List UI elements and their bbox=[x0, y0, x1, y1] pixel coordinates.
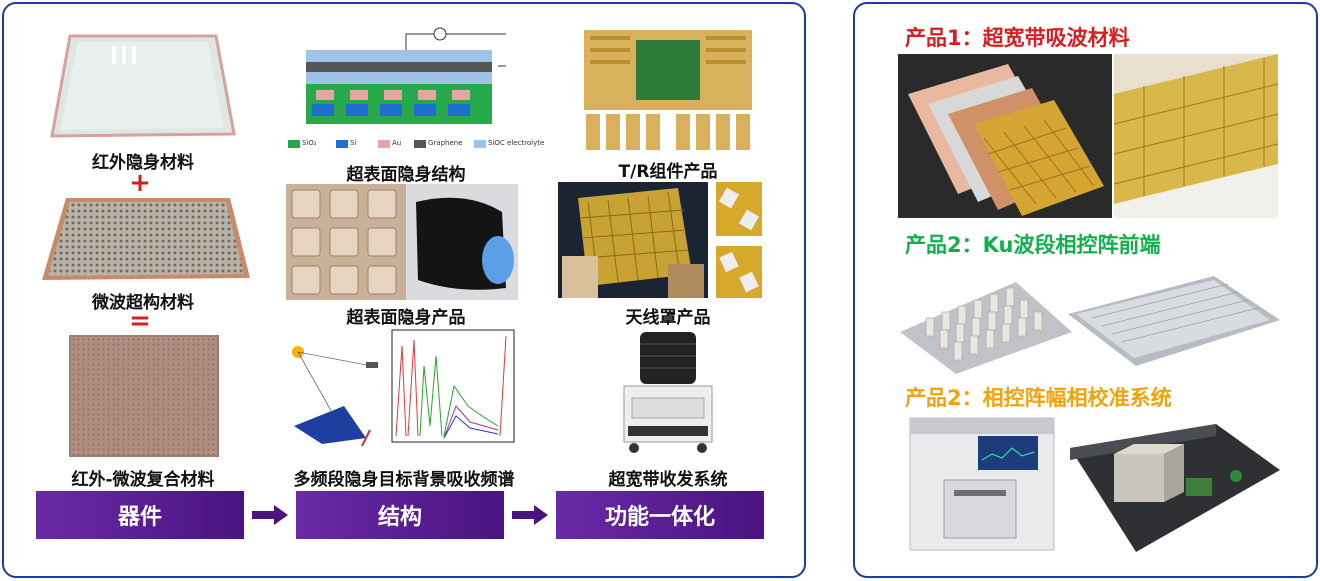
phased-array-frontend-photo bbox=[896, 262, 1284, 376]
metasurface-product-caption: 超表面隐身产品 bbox=[346, 308, 466, 328]
tr-module-caption: T/R组件产品 bbox=[618, 162, 718, 182]
absorption-spectrum-figure bbox=[284, 326, 520, 466]
legend-sioc: SiOC electrolyte bbox=[488, 139, 545, 147]
product1-title: 产品1：超宽带吸波材料 bbox=[905, 26, 1130, 50]
metasurface-structure-caption: 超表面隐身结构 bbox=[346, 165, 466, 185]
calibration-instrument-photo bbox=[904, 414, 1060, 554]
transceiver-system-caption: 超宽带收发系统 bbox=[608, 470, 728, 490]
unit-cell-top-photo bbox=[716, 182, 762, 236]
absorption-spectrum-caption: 多频段隐身目标背景吸收频谱 bbox=[293, 470, 515, 490]
legend-sio2: SiO₂ bbox=[302, 139, 317, 147]
microwave-metamaterial-caption: 微波超构材料 bbox=[92, 293, 194, 313]
bar-structure: 结构 bbox=[296, 491, 504, 539]
calibration-chamber-photo bbox=[1066, 418, 1282, 556]
transceiver-system-photo bbox=[614, 328, 722, 458]
arrow-right-icon bbox=[252, 505, 288, 525]
tr-module-photo bbox=[578, 26, 758, 154]
product2-title: 产品2：Ku波段相控阵前端 bbox=[905, 233, 1161, 257]
product3-title: 产品2：相控阵幅相校准系统 bbox=[905, 386, 1172, 410]
equals-symbol: = bbox=[129, 306, 151, 336]
absorber-sheets-photo bbox=[898, 54, 1112, 218]
legend-graphene: Graphene bbox=[428, 139, 463, 147]
infrared-material-caption: 红外隐身材料 bbox=[92, 153, 194, 173]
composite-material-photo bbox=[66, 332, 222, 460]
microwave-metamaterial-photo bbox=[40, 196, 252, 284]
bar-integration: 功能一体化 bbox=[556, 491, 764, 539]
metasurface-grid-photo bbox=[286, 184, 406, 300]
metasurface-structure-diagram bbox=[288, 14, 520, 154]
composite-material-caption: 红外-微波复合材料 bbox=[71, 470, 215, 490]
legend-si: Si bbox=[350, 139, 357, 147]
plus-symbol: + bbox=[129, 168, 151, 198]
flexible-film-photo bbox=[406, 184, 518, 300]
infrared-material-photo bbox=[48, 32, 238, 144]
absorber-closeup-photo bbox=[1114, 54, 1278, 218]
radome-photo bbox=[558, 182, 708, 298]
arrow-right-icon bbox=[512, 505, 548, 525]
bar-device: 器件 bbox=[36, 491, 244, 539]
unit-cell-bottom-photo bbox=[716, 246, 762, 298]
legend-au: Au bbox=[392, 139, 402, 147]
radome-caption: 天线罩产品 bbox=[625, 308, 711, 328]
